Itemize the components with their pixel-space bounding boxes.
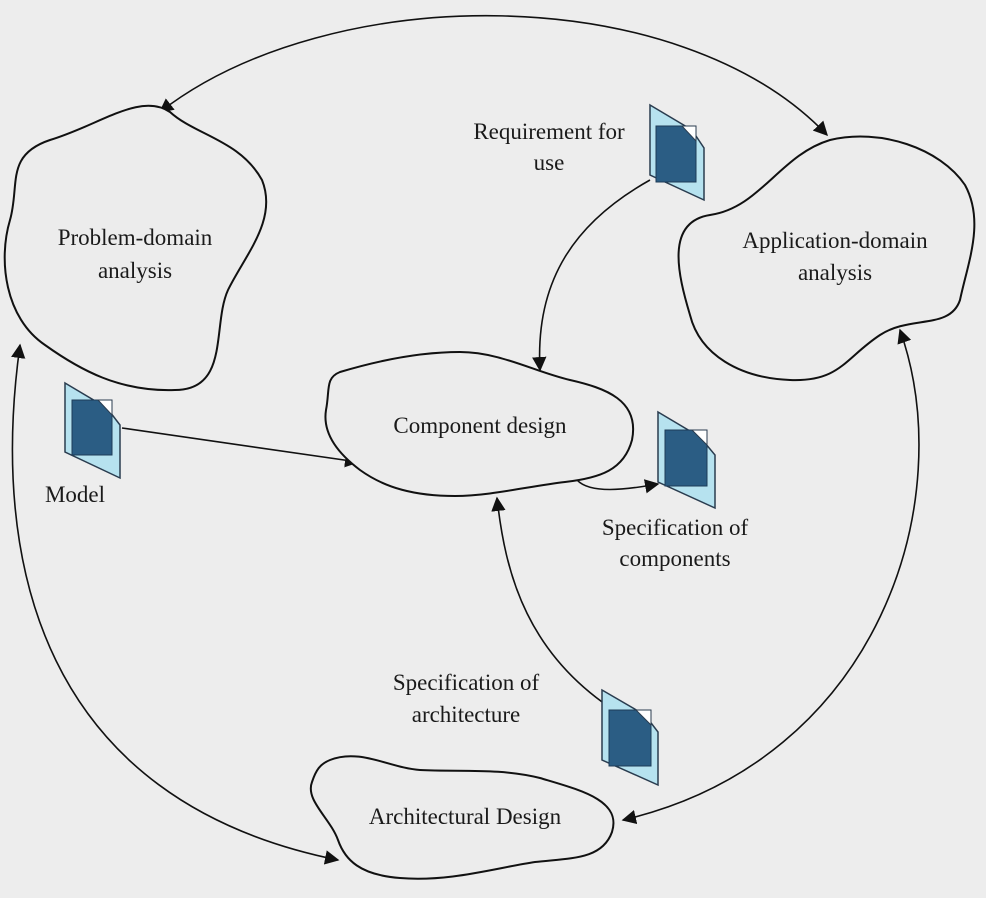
application-domain-label-2: analysis [798,260,872,285]
spec-architecture-label: Specification of [393,670,540,695]
model-label: Model [45,482,105,507]
requirement-document-icon [649,103,705,202]
connectors [11,15,920,865]
spec-architecture-label-2: architecture [412,702,521,727]
application-domain-node: Application-domain analysis [677,135,976,382]
spec-components-label: Specification of [602,515,749,540]
arrow-application-architectural [621,328,920,825]
arrow-requirement-to-component [532,179,651,372]
architectural-design-node: Architectural Design [309,755,615,880]
spec-components-document-icon [657,410,716,510]
spec-components-artifact: Specification of components [602,410,749,571]
architectural-design-label: Architectural Design [369,804,562,829]
component-design-shape [324,350,635,498]
model-document-icon [64,381,121,480]
application-domain-label: Application-domain [742,228,928,253]
problem-domain-node: Problem-domain analysis [3,104,268,392]
arrow-problem-application [158,15,828,137]
architectural-design-shape [309,755,615,880]
component-design-node: Component design [324,350,635,498]
arrow-architectural-component [491,496,632,721]
spec-architecture-document-icon [601,688,659,787]
problem-domain-shape [3,104,268,392]
application-domain-shape [677,135,976,382]
spec-architecture-artifact: Specification of architecture [393,670,659,787]
problem-domain-label-2: analysis [98,258,172,283]
spec-components-label-2: components [619,546,730,571]
arrow-model-to-component [121,427,360,468]
arrow-problem-architectural [11,343,340,865]
requirement-label: Requirement for [473,119,625,144]
requirement-label-2: use [534,150,565,175]
requirement-artifact: Requirement for use [473,103,705,202]
component-design-label: Component design [393,413,567,438]
model-artifact: Model [45,381,121,507]
arrow-component-to-spec [576,479,660,494]
problem-domain-label: Problem-domain [58,225,213,250]
